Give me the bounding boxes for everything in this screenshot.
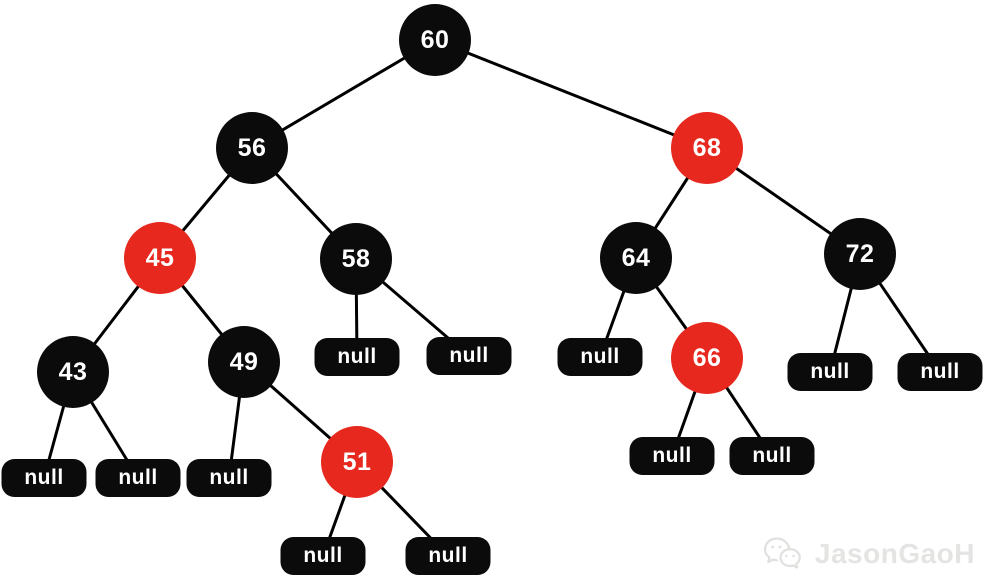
tree-node-45: 45 — [124, 222, 196, 294]
null-leaf: null — [405, 537, 491, 575]
tree-node-49: 49 — [208, 326, 280, 398]
watermark: JasonGaoH — [763, 536, 975, 572]
null-leaf: null — [426, 337, 512, 375]
null-leaf: null — [729, 437, 815, 475]
tree-node-43: 43 — [37, 336, 109, 408]
wechat-icon — [763, 536, 807, 572]
null-leaf: null — [787, 353, 873, 391]
null-leaf: null — [557, 338, 643, 376]
tree-node-56: 56 — [216, 112, 288, 184]
tree-node-66: 66 — [671, 322, 743, 394]
tree-edge — [433, 38, 709, 150]
null-leaf: null — [95, 459, 181, 497]
tree-node-64: 64 — [600, 222, 672, 294]
null-leaf: null — [629, 437, 715, 475]
watermark-text: JasonGaoH — [814, 538, 975, 569]
null-leaf: null — [314, 338, 400, 376]
tree-node-68: 68 — [671, 112, 743, 184]
null-leaf: null — [897, 353, 983, 391]
null-leaf: null — [280, 537, 366, 575]
tree-node-72: 72 — [824, 218, 896, 290]
null-leaf: null — [1, 459, 87, 497]
null-leaf: null — [186, 459, 272, 497]
tree-node-60: 60 — [399, 4, 471, 76]
tree-node-58: 58 — [320, 223, 392, 295]
tree-node-51: 51 — [321, 426, 393, 498]
